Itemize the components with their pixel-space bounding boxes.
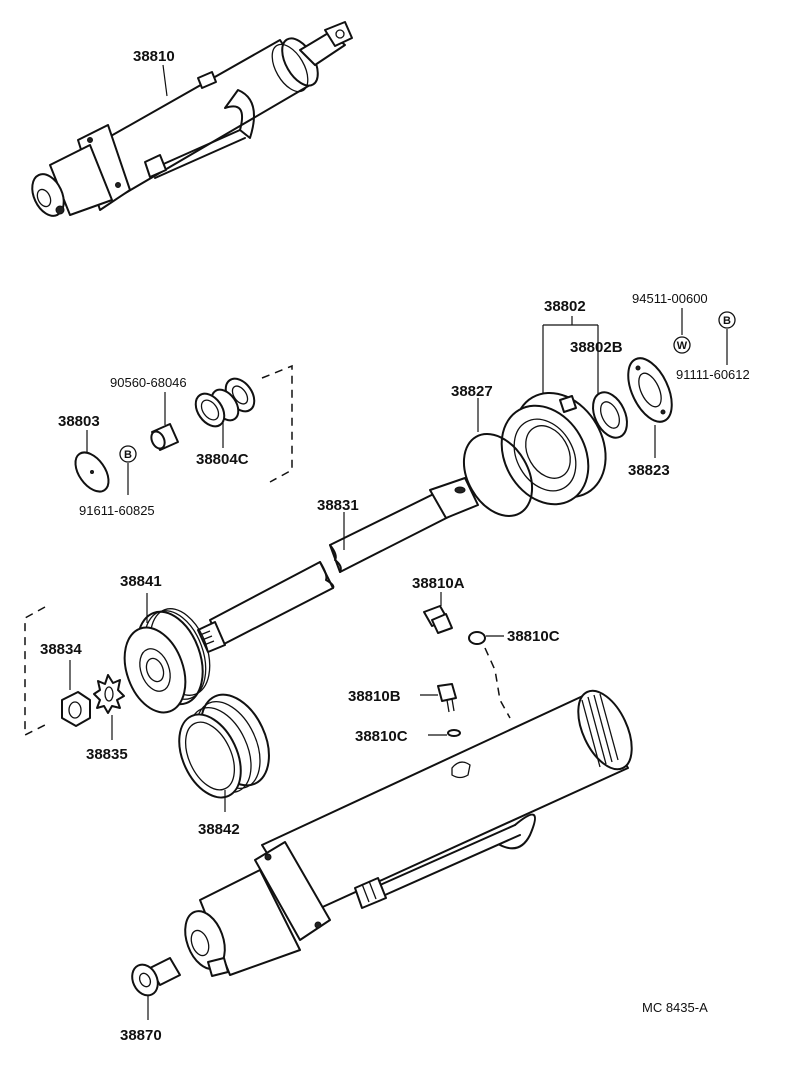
label-38803: 38803 bbox=[58, 413, 100, 430]
label-90560-68046: 90560-68046 bbox=[110, 375, 187, 390]
bearing-cover-icon bbox=[500, 391, 607, 506]
cup-packing-icon bbox=[178, 693, 270, 799]
washer-icon bbox=[447, 729, 461, 737]
label-38810: 38810 bbox=[133, 48, 175, 65]
nut-icon bbox=[61, 691, 91, 727]
label-38834: 38834 bbox=[40, 641, 82, 658]
svg-text:W: W bbox=[677, 340, 688, 352]
plug-icon bbox=[131, 957, 181, 997]
oil-seal-icon bbox=[592, 391, 628, 439]
bracket-38802 bbox=[542, 316, 599, 400]
label-91111-60612: 91111-60612 bbox=[676, 367, 750, 382]
label-38827: 38827 bbox=[451, 383, 493, 400]
svg-text:B: B bbox=[124, 449, 132, 461]
b-marker-icon: B bbox=[119, 445, 137, 463]
o-ring-icon bbox=[468, 631, 486, 645]
svg-text:B: B bbox=[723, 315, 731, 327]
washer-plate-icon bbox=[74, 451, 110, 493]
cylinder-assembly-icon bbox=[31, 21, 353, 217]
label-38802: 38802 bbox=[544, 298, 586, 315]
b-marker-icon: B bbox=[718, 311, 736, 329]
label-38804C: 38804C bbox=[196, 451, 249, 468]
label-38810A: 38810A bbox=[412, 575, 465, 592]
o-ring-icon bbox=[462, 433, 534, 517]
cylinder-body-icon bbox=[184, 689, 633, 977]
seal-rings-icon bbox=[194, 377, 256, 428]
label-38842: 38842 bbox=[198, 821, 240, 838]
gasket-icon bbox=[627, 357, 673, 423]
label-38831: 38831 bbox=[317, 497, 359, 514]
label-38810C-a: 38810C bbox=[507, 628, 560, 645]
dashed-guide bbox=[484, 647, 511, 719]
label-38810B: 38810B bbox=[348, 688, 401, 705]
label-91611-60825: 91611-60825 bbox=[79, 503, 155, 518]
piston-rod-icon bbox=[197, 477, 479, 653]
dashed-bracket-lower bbox=[24, 606, 46, 737]
union-bolt-icon bbox=[423, 605, 453, 634]
label-38835: 38835 bbox=[86, 746, 128, 763]
bleeder-screw-icon bbox=[437, 683, 457, 713]
label-38802B: 38802B bbox=[570, 339, 623, 356]
label-38810C-b: 38810C bbox=[355, 728, 408, 745]
piston-icon bbox=[123, 608, 211, 714]
lock-washer-icon bbox=[93, 674, 125, 714]
leader-38810 bbox=[162, 64, 168, 97]
w-marker-icon: W bbox=[673, 336, 691, 354]
label-94511-00600: 94511-00600 bbox=[632, 291, 708, 306]
label-38823: 38823 bbox=[628, 462, 670, 479]
label-38841: 38841 bbox=[120, 573, 162, 590]
diagram-reference-code: MC 8435-A bbox=[642, 1000, 708, 1015]
dashed-bracket-upper bbox=[261, 364, 293, 483]
bushing-icon bbox=[150, 423, 179, 451]
label-38870: 38870 bbox=[120, 1027, 162, 1044]
